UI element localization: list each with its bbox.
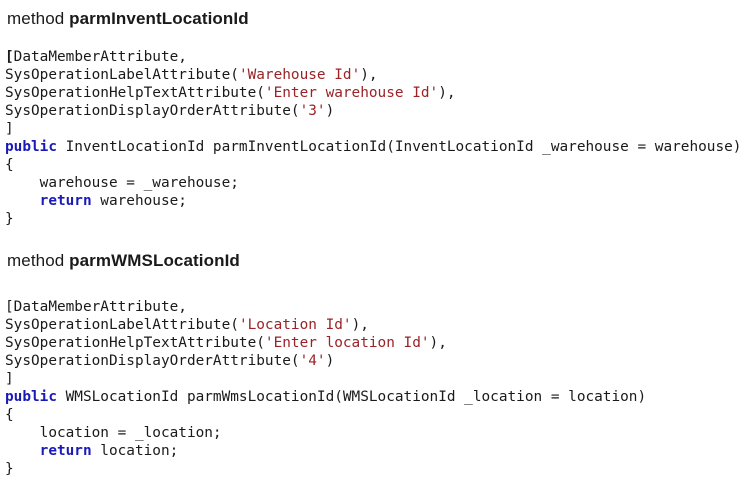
code-line: SysOperationDisplayOrderAttribute('3') [5, 103, 335, 119]
code-line: location = _location; [5, 425, 222, 441]
code-line: ] [5, 371, 14, 387]
code-line: return warehouse; [39, 193, 187, 209]
code-line: SysOperationHelpTextAttribute('Enter war… [5, 85, 456, 101]
code-line: warehouse = _warehouse; [5, 175, 239, 191]
code-line: SysOperationDisplayOrderAttribute('4') [5, 353, 335, 369]
method-heading: method parmInventLocationId [7, 8, 755, 30]
code-line: { [5, 157, 14, 173]
code-line: [DataMemberAttribute, [5, 49, 187, 65]
code-line: } [5, 211, 14, 227]
code-line: public InventLocationId parmInventLocati… [5, 139, 742, 155]
code-line: } [5, 461, 14, 477]
method-name: parmWMSLocationId [69, 251, 240, 270]
code-line: { [5, 407, 14, 423]
method-keyword-label: method [7, 251, 70, 270]
code-line: SysOperationLabelAttribute('Location Id'… [5, 317, 369, 333]
code-line: SysOperationLabelAttribute('Warehouse Id… [5, 67, 378, 83]
code-line: public WMSLocationId parmWmsLocationId(W… [5, 389, 647, 405]
method-heading: method parmWMSLocationId [7, 250, 755, 272]
method-section-parm-wms-location-id: method parmWMSLocationId [DataMemberAttr… [5, 250, 755, 478]
code-line: [DataMemberAttribute, [5, 299, 187, 315]
code-block: [DataMemberAttribute, SysOperationLabelAt… [5, 48, 755, 228]
code-line: return location; [39, 443, 179, 459]
method-keyword-label: method [7, 9, 70, 28]
method-name: parmInventLocationId [69, 9, 249, 28]
code-line: SysOperationHelpTextAttribute('Enter loc… [5, 335, 447, 351]
code-line: ] [5, 121, 14, 137]
code-block: [DataMemberAttribute, SysOperationLabelAt… [5, 298, 755, 478]
method-section-parm-invent-location-id: method parmInventLocationId [DataMemberA… [5, 8, 755, 228]
